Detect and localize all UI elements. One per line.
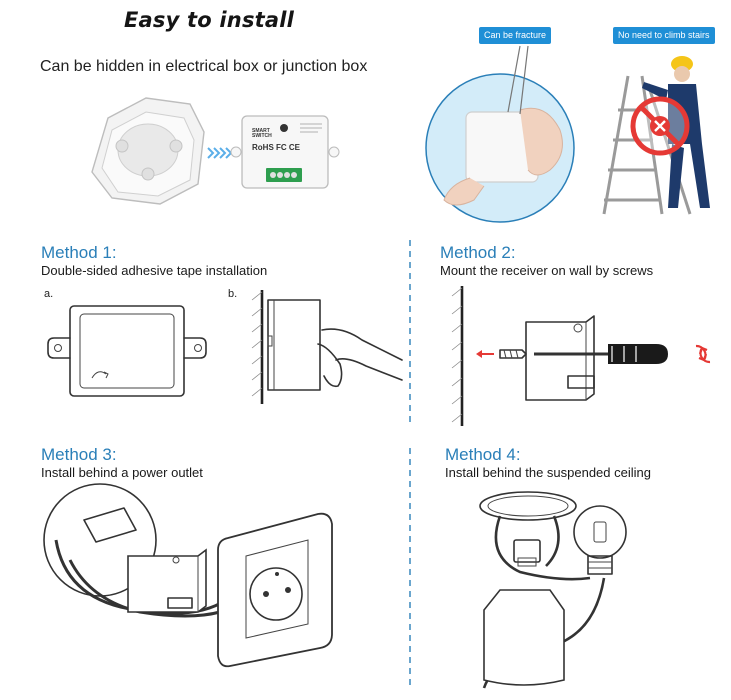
device-brand-line2: SWITCH <box>252 133 272 139</box>
method-2-description: Mount the receiver on wall by screws <box>440 263 654 278</box>
page-title: Easy to install <box>124 8 295 32</box>
left-arrow-icon <box>476 350 494 358</box>
method-4-description: Install behind the suspended ceiling <box>445 465 651 480</box>
power-outlet <box>217 512 333 668</box>
adhesive-device-front <box>47 305 207 397</box>
mounted-device <box>525 315 595 401</box>
rotate-arrows-icon <box>695 344 711 364</box>
device-brand-line1: SMART <box>252 128 270 134</box>
method-3-description: Install behind a power outlet <box>41 465 203 480</box>
method-1-description: Double-sided adhesive tape installation <box>41 263 268 278</box>
method-3-label: Method 3: <box>41 445 117 464</box>
adhesive-device-wall <box>251 290 403 404</box>
junction-box <box>91 97 205 205</box>
device-cert-marks: RoHS FC CE <box>252 143 300 152</box>
light-bulb <box>573 505 627 575</box>
outlet-device <box>127 548 207 613</box>
ceiling-device <box>513 539 541 567</box>
screw <box>499 349 527 359</box>
ceiling-hole <box>479 491 577 521</box>
ladder <box>602 75 692 215</box>
fracture-tag: Can be fracture <box>479 27 552 44</box>
method-2-label: Method 2: <box>440 243 516 262</box>
screwdriver <box>534 344 668 364</box>
no-climb-tag: No need to climb stairs <box>613 27 715 44</box>
smart-switch-device <box>230 115 340 189</box>
page-subtitle: Can be hidden in electrical box or junct… <box>40 58 368 75</box>
lamp-base <box>483 589 565 686</box>
prohibit-icon <box>630 96 690 156</box>
method-1-label: Method 1: <box>41 243 117 262</box>
method-4-label: Method 4: <box>445 445 521 464</box>
method-1-step-a: a. <box>44 288 54 300</box>
method-1-step-b: b. <box>228 288 238 300</box>
